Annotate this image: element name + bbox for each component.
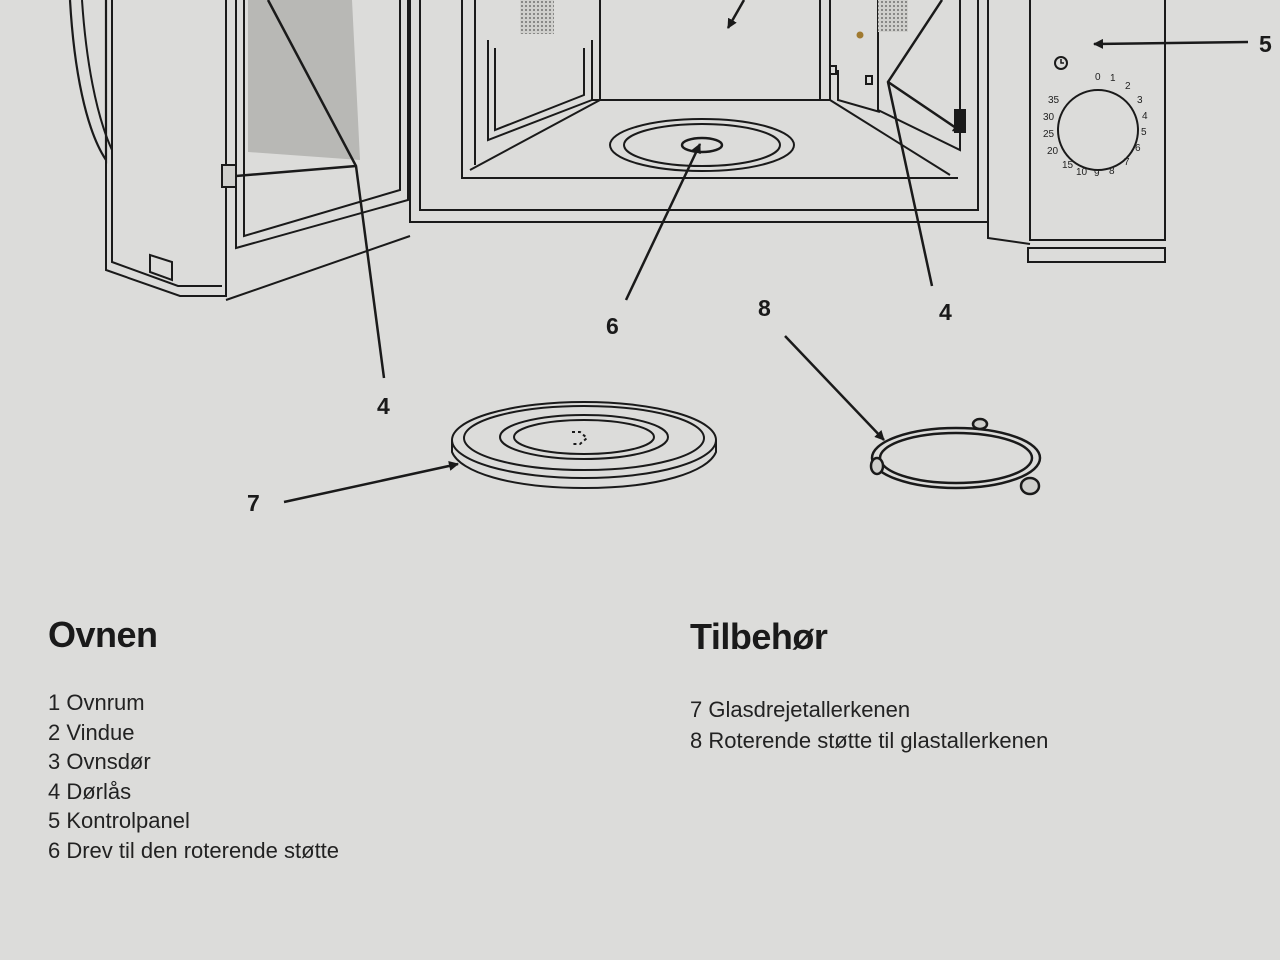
list-item: 3 Ovnsdør bbox=[48, 749, 151, 774]
leader-8 bbox=[784, 335, 885, 441]
list-item: 2 Vindue bbox=[48, 719, 135, 745]
dial-num-8: 8 bbox=[1109, 166, 1115, 177]
callout-5: 5 bbox=[1259, 31, 1272, 57]
dial-num-35: 35 bbox=[1048, 95, 1060, 106]
dial-num-7: 7 bbox=[1124, 157, 1130, 168]
door-window bbox=[221, 0, 409, 250]
callout-4-right: 4 bbox=[939, 299, 952, 325]
accessories-section-title: Tilbehør bbox=[690, 616, 828, 657]
leader-4-right-branch bbox=[887, 80, 963, 134]
leader-6 bbox=[624, 143, 702, 301]
list-item: 5 Kontrolpanel bbox=[48, 808, 190, 833]
dial-num-15: 15 bbox=[1062, 160, 1074, 171]
callout-6: 6 bbox=[606, 313, 619, 339]
list-item: 4 Dørlås bbox=[48, 778, 132, 804]
dial-num-9: 9 bbox=[1094, 168, 1100, 179]
dial-num-30: 30 bbox=[1043, 112, 1055, 123]
oven-parts-section: Ovnen 1 Ovnrum 2 Vindue 3 Ovnsdør 4 Dørl… bbox=[48, 614, 608, 865]
dial-num-20: 20 bbox=[1047, 146, 1059, 157]
control-panel bbox=[987, 0, 1166, 263]
list-item: 1 Ovnrum bbox=[48, 690, 145, 715]
leader-4-left-branch bbox=[235, 164, 357, 178]
accessories-list: 7 Glasdrejetallerkenen 8 Roterende støtt… bbox=[690, 694, 1250, 756]
dial-num-10: 10 bbox=[1076, 167, 1088, 178]
leader-4-right bbox=[886, 0, 944, 287]
oven-cavity bbox=[409, 0, 989, 223]
microwave-diagram: 0 1 2 3 4 5 6 7 8 9 10 15 20 25 30 35 bbox=[68, 0, 1272, 516]
oven-section-title: Ovnen bbox=[48, 614, 158, 655]
callout-lines bbox=[235, 0, 1249, 504]
dial-num-25: 25 bbox=[1043, 129, 1055, 140]
dial-num-1: 1 bbox=[1110, 73, 1116, 84]
turntable-drive bbox=[609, 118, 795, 172]
callout-7: 7 bbox=[247, 490, 260, 516]
oven-door bbox=[68, 0, 411, 301]
dial-num-4: 4 bbox=[1142, 111, 1148, 122]
roller-ring bbox=[869, 417, 1042, 496]
timer-dial-numbers: 0 1 2 3 4 5 6 7 8 9 10 15 20 25 30 35 bbox=[1043, 72, 1148, 179]
dial-num-0: 0 bbox=[1095, 72, 1101, 83]
dial-num-3: 3 bbox=[1137, 95, 1143, 106]
list-item: 8 Roterende støtte til glastallerkenen bbox=[690, 728, 1049, 753]
leader-7 bbox=[283, 461, 459, 504]
list-item: 7 Glasdrejetallerkenen bbox=[690, 697, 911, 722]
list-item: 6 Drev til den roterende støtte bbox=[48, 837, 340, 863]
dial-num-2: 2 bbox=[1125, 81, 1131, 92]
oven-parts-list: 1 Ovnrum 2 Vindue 3 Ovnsdør 4 Dørlås 5 K… bbox=[48, 688, 608, 865]
leader-top bbox=[726, 0, 746, 29]
callout-8: 8 bbox=[758, 295, 771, 321]
dial-num-5: 5 bbox=[1141, 127, 1147, 138]
leader-5 bbox=[1093, 38, 1249, 49]
glass-turntable bbox=[451, 401, 717, 490]
dial-num-6: 6 bbox=[1135, 143, 1141, 154]
callout-4-left: 4 bbox=[377, 393, 390, 419]
accessories-section: Tilbehør 7 Glasdrejetallerkenen 8 Rotere… bbox=[690, 616, 1250, 756]
